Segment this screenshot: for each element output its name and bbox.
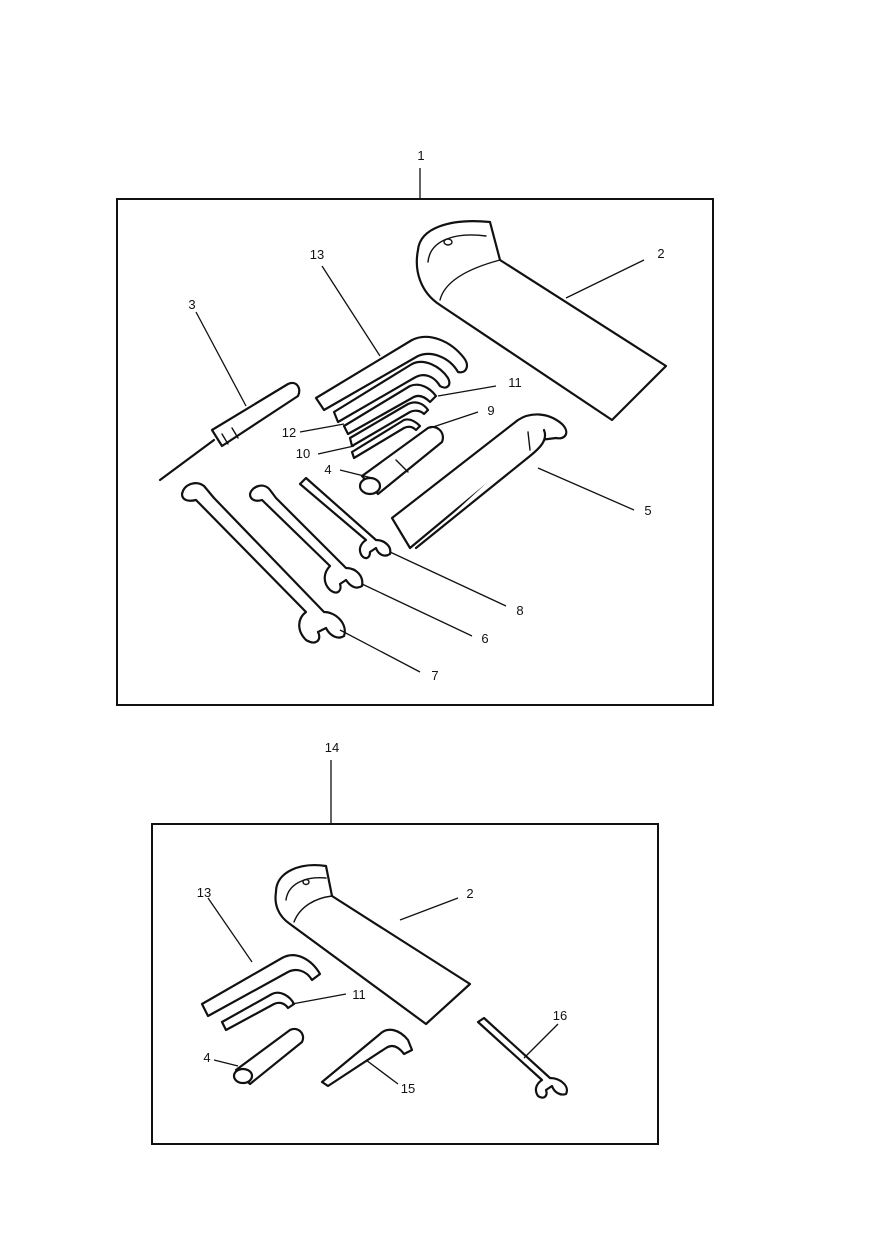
tool-kit-1-diagram: 1 2 3 4 5 6 7 8 9 10 11 12 13 xyxy=(116,148,714,706)
callout-8: 8 xyxy=(516,603,523,618)
leader-15 xyxy=(365,1059,399,1085)
leader-13 xyxy=(321,265,381,357)
callout-4: 4 xyxy=(324,462,331,477)
leader-11b xyxy=(291,993,347,1005)
leader-4b xyxy=(213,1059,239,1067)
callout-9: 9 xyxy=(487,403,494,418)
callout-16: 16 xyxy=(553,1008,567,1023)
leader-2b xyxy=(399,897,459,921)
spanner-large xyxy=(180,482,346,644)
box-spanner-small xyxy=(232,1027,305,1086)
callout-6: 6 xyxy=(481,631,488,646)
leader-12 xyxy=(299,423,345,433)
leader-13b xyxy=(207,897,253,963)
callout-5: 5 xyxy=(644,503,651,518)
leader-11 xyxy=(437,385,497,397)
leader-6 xyxy=(361,583,473,637)
tool-kit-14-diagram: 14 2 13 11 4 15 16 xyxy=(151,740,659,1145)
spanner-medium xyxy=(248,484,364,594)
callout-11: 11 xyxy=(508,375,522,390)
tool-roll xyxy=(415,220,668,422)
leader-4 xyxy=(339,469,373,479)
allen-key-small xyxy=(220,991,296,1032)
leader-10 xyxy=(317,445,355,455)
leader-7 xyxy=(339,629,421,673)
leader-5 xyxy=(537,467,635,511)
leader-16 xyxy=(523,1023,559,1059)
tool-roll-small xyxy=(274,864,472,1026)
allen-key-large xyxy=(200,954,322,1018)
callout-2b: 2 xyxy=(466,886,473,901)
spanner-small xyxy=(298,476,392,560)
callout-3: 3 xyxy=(188,297,195,312)
leader-3 xyxy=(195,311,247,407)
callout-14: 14 xyxy=(325,740,339,755)
kit-1-frame xyxy=(116,198,714,706)
screwdriver xyxy=(158,381,301,482)
kit-14-frame xyxy=(151,823,659,1145)
callout-4b: 4 xyxy=(203,1050,210,1065)
spanner-tiny xyxy=(476,1016,568,1099)
callout-15: 15 xyxy=(401,1081,415,1096)
callout-7: 7 xyxy=(431,668,438,683)
leader-9 xyxy=(429,411,479,429)
callout-10: 10 xyxy=(296,446,310,461)
l-spanner xyxy=(320,1028,414,1088)
pliers xyxy=(390,413,568,550)
callout-13b: 13 xyxy=(197,885,211,900)
callout-1: 1 xyxy=(417,148,424,163)
callout-2: 2 xyxy=(657,246,664,261)
leader-8 xyxy=(389,551,507,607)
leader-2 xyxy=(565,259,645,299)
box-spanner xyxy=(358,425,444,496)
allen-key-set xyxy=(314,335,468,460)
callout-13: 13 xyxy=(310,247,324,262)
callout-11b: 11 xyxy=(352,987,366,1002)
callout-12: 12 xyxy=(282,425,296,440)
